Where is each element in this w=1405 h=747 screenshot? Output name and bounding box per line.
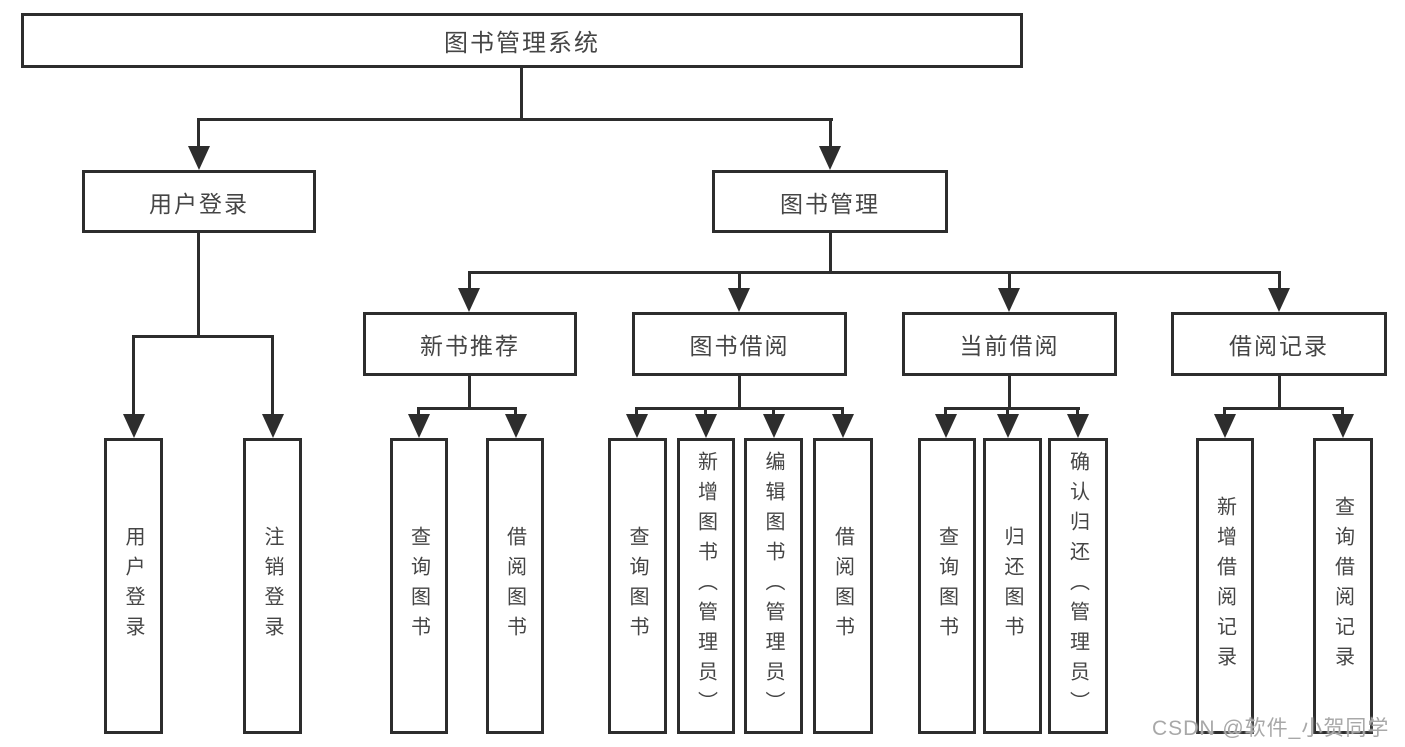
arrowhead-down-icon	[694, 414, 717, 438]
arrowhead-down-icon	[996, 414, 1019, 438]
node-book-borrowing: 图书借阅	[632, 312, 847, 376]
connector-line	[468, 376, 471, 409]
connector-line	[468, 271, 1281, 274]
connector-line	[738, 376, 741, 409]
arrowhead-down-icon	[188, 146, 210, 170]
connector-line	[738, 271, 741, 293]
connector-line	[1278, 376, 1281, 409]
connector-line	[704, 407, 707, 419]
leaf-borrow-borrow-books: 借阅图书	[813, 438, 873, 734]
connector-line	[514, 407, 517, 419]
node-new-book-recommendation: 新书推荐	[363, 312, 577, 376]
leaf-borrow-edit-books-admin: 编辑图书（管理员）	[744, 438, 803, 734]
connector-line	[1341, 407, 1344, 419]
arrowhead-down-icon	[407, 414, 430, 438]
connector-line	[1006, 407, 1009, 419]
arrowhead-down-icon	[831, 414, 854, 438]
arrowhead-down-icon	[762, 414, 785, 438]
arrowhead-down-icon	[934, 414, 957, 438]
connector-line	[1278, 271, 1281, 293]
node-user-login: 用户登录	[82, 170, 316, 233]
leaf-newbook-borrow-books: 借阅图书	[486, 438, 544, 734]
leaf-current-return-books: 归还图书	[983, 438, 1042, 734]
node-borrowing-records: 借阅记录	[1171, 312, 1387, 376]
connector-line	[944, 407, 947, 419]
arrowhead-down-icon	[998, 288, 1020, 312]
arrowhead-down-icon	[1331, 414, 1354, 438]
connector-line	[520, 68, 523, 118]
arrowhead-down-icon	[122, 414, 145, 438]
connector-line	[772, 407, 775, 419]
node-current-borrowing: 当前借阅	[902, 312, 1117, 376]
arrowhead-down-icon	[728, 288, 750, 312]
arrowhead-down-icon	[504, 414, 527, 438]
csdn-watermark: CSDN @软件_小贺同学	[1152, 717, 1390, 740]
connector-line	[635, 407, 844, 410]
arrowhead-down-icon	[1066, 414, 1089, 438]
connector-line	[197, 118, 833, 121]
root-node-library-system: 图书管理系统	[21, 13, 1023, 68]
arrowhead-down-icon	[261, 414, 284, 438]
node-book-management: 图书管理	[712, 170, 948, 233]
leaf-records-add-record: 新增借阅记录	[1196, 438, 1254, 734]
connector-line	[132, 335, 274, 338]
leaf-borrow-query-books: 查询图书	[608, 438, 667, 734]
arrowhead-down-icon	[625, 414, 648, 438]
connector-line	[635, 407, 638, 419]
connector-line	[944, 407, 1080, 410]
arrowhead-down-icon	[819, 146, 841, 170]
connector-line	[829, 233, 832, 273]
connector-line	[417, 407, 517, 410]
connector-line	[1076, 407, 1079, 419]
connector-line	[197, 118, 200, 152]
connector-line	[417, 407, 420, 419]
leaf-records-query-record: 查询借阅记录	[1313, 438, 1373, 734]
leaf-newbook-query-books: 查询图书	[390, 438, 448, 734]
leaf-current-query-books: 查询图书	[918, 438, 976, 734]
connector-line	[1008, 271, 1011, 293]
arrowhead-down-icon	[458, 288, 480, 312]
leaf-current-confirm-return-admin: 确认归还（管理员）	[1048, 438, 1108, 734]
connector-line	[841, 407, 844, 419]
arrowhead-down-icon	[1268, 288, 1290, 312]
leaf-user-login: 用户登录	[104, 438, 163, 734]
connector-line	[1008, 376, 1011, 409]
connector-line	[197, 233, 200, 335]
connector-line	[132, 335, 135, 417]
connector-line	[829, 118, 832, 152]
connector-line	[271, 335, 274, 417]
arrowhead-down-icon	[1213, 414, 1236, 438]
connector-line	[1223, 407, 1226, 419]
connector-line	[468, 271, 471, 293]
leaf-logout: 注销登录	[243, 438, 302, 734]
leaf-borrow-add-books-admin: 新增图书（管理员）	[677, 438, 735, 734]
connector-line	[1223, 407, 1343, 410]
